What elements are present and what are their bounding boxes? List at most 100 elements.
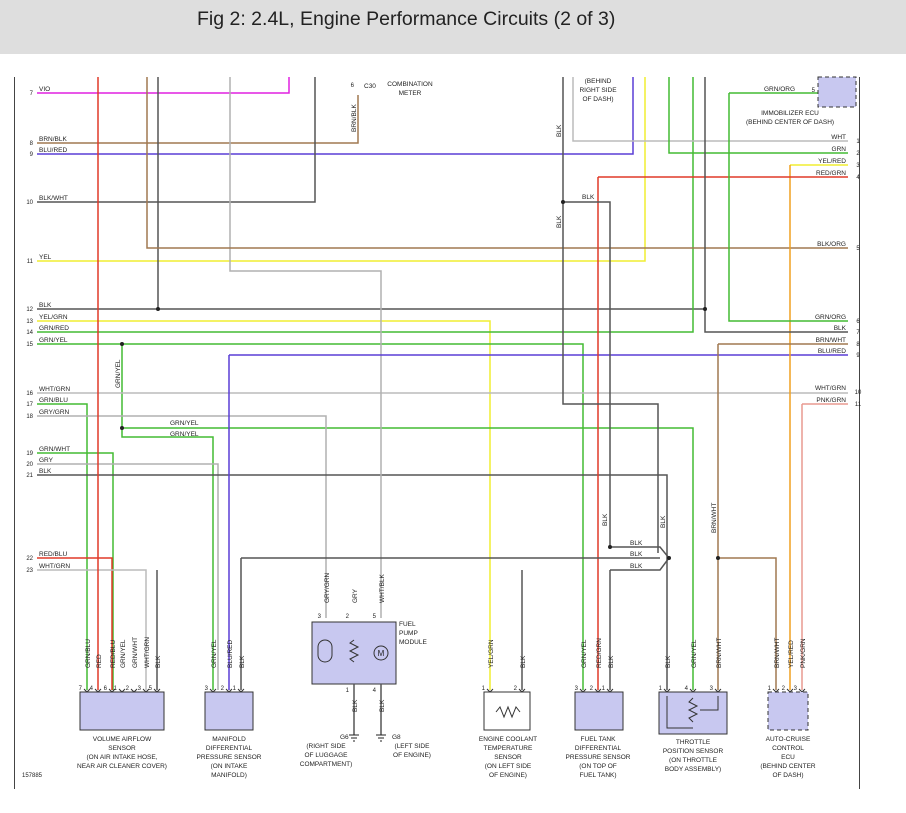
cruise-label-line: ECU	[781, 754, 795, 761]
fuel-pump-ground-wire-label: BLK	[352, 699, 359, 712]
cruise-label-line: OF DASH)	[772, 772, 803, 779]
fuel-pump-wire-label: GRY	[352, 588, 359, 603]
fuel-pump-pin-number: 2	[346, 614, 350, 620]
splice-dot	[716, 556, 720, 560]
tps-label-line: THROTTLE	[676, 739, 711, 746]
left-terminal-number: 14	[26, 330, 33, 336]
tps-pin-number: 4	[685, 686, 689, 692]
left-terminal-label: GRY/GRN	[39, 409, 70, 416]
cruise-pin-number: 3	[794, 686, 798, 692]
fuel-level-sensor-icon	[317, 639, 333, 663]
right-terminal-number: 3	[856, 163, 860, 169]
vaf-pin-number: 4	[90, 686, 94, 692]
splice-dot	[156, 307, 160, 311]
immobilizer-label-line: IMMOBILIZER ECU	[761, 110, 819, 117]
blk-wire-21	[37, 474, 668, 690]
cruise-pin-number: 2	[782, 686, 786, 692]
right-terminal-label: BLK/ORG	[817, 241, 846, 248]
figure-id: 157885	[22, 773, 43, 779]
right-terminal-label: BLK	[834, 325, 847, 332]
vaf-label-line: SENSOR	[108, 745, 136, 752]
vaf-wire-label: GRN/BLU	[85, 639, 92, 668]
splice-dot	[561, 200, 565, 204]
grn-yel-branch	[121, 344, 694, 690]
cruise-label-line: (BEHIND CENTER	[760, 763, 816, 770]
grn-wire-2	[668, 77, 848, 154]
left-terminal-number: 7	[30, 91, 34, 97]
immobilizer-pin: 5	[812, 88, 816, 94]
ect-wire-label: YEL/GRN	[488, 639, 495, 668]
vaf-sensor-box	[79, 691, 165, 731]
ftp-sensor-box	[574, 691, 624, 731]
vaf-wire-label: RED/BLU	[110, 640, 117, 668]
vaf-wire-label: BLK	[155, 655, 162, 668]
behind-dash-label-line: (BEHIND	[585, 78, 612, 85]
map-pin-number: 3	[205, 686, 209, 692]
left-terminal-number: 18	[26, 414, 33, 420]
right-terminal-number: 5	[856, 246, 860, 252]
ftp-label-line: (ON TOP OF	[579, 763, 617, 770]
ground-symbol-icon	[349, 734, 359, 742]
brn-wht-cruise	[718, 557, 777, 690]
fuel-pump-label: FUEL	[399, 621, 416, 628]
fuel-sender-resistor-icon	[348, 639, 360, 663]
left-terminal-label: YEL	[39, 254, 52, 261]
left-terminal-number: 12	[26, 307, 33, 313]
fuel-pump-label: MODULE	[399, 639, 427, 646]
yel-grn-wire	[37, 320, 491, 690]
ect-label-line: SENSOR	[494, 754, 522, 761]
left-terminal-number: 22	[26, 556, 33, 562]
combination-meter-label: COMBINATION	[387, 81, 433, 88]
right-terminal-number: 2	[856, 151, 860, 157]
fuel-pump-ground-pin: 4	[373, 688, 377, 694]
left-terminal-number: 8	[30, 141, 34, 147]
vaf-pin-number: 6	[104, 686, 108, 692]
diagram-frame	[14, 77, 860, 789]
right-terminal-number: 7	[856, 330, 860, 336]
map-wire-label: BLK	[239, 655, 246, 668]
ftp-wire-label: GRN/YEL	[581, 639, 588, 668]
map-sensor-box	[204, 691, 254, 731]
thermistor-icon	[495, 705, 521, 719]
vaf-pin-number: 3	[138, 686, 142, 692]
right-terminal-label: GRN	[832, 146, 847, 153]
left-terminal-number: 21	[26, 473, 33, 479]
grn-blu-wire	[37, 403, 88, 690]
blk-vertical-label: BLK	[556, 215, 563, 228]
ect-label-line: ENGINE COOLANT	[479, 736, 537, 743]
left-terminal-label: BLU/RED	[39, 147, 67, 154]
left-terminal-label: BRN/BLK	[39, 136, 67, 143]
left-terminal-label: GRN/YEL	[39, 337, 68, 344]
immobilizer-label-line: (BEHIND CENTER OF DASH)	[746, 119, 834, 126]
fuel-pump-label: PUMP	[399, 630, 418, 637]
combination-meter-pin: 6	[351, 83, 355, 89]
vaf-label-line: NEAR AIR CLEANER COVER)	[77, 763, 167, 770]
vaf-pin-number: 7	[79, 686, 83, 692]
ect-label-line: (ON LEFT SIDE	[485, 763, 532, 770]
map-pin-number: 1	[233, 686, 237, 692]
brn-wht-vertical-label: BRN/WHT	[711, 503, 718, 533]
cruise-pin-number: 1	[768, 686, 772, 692]
ftp-pin-number: 1	[602, 686, 606, 692]
ftp-pin-number: 3	[575, 686, 579, 692]
map-label-line: PRESSURE SENSOR	[196, 754, 261, 761]
fuel-pump-pin-number: 5	[373, 614, 377, 620]
tps-label-line: BODY ASSEMBLY)	[665, 766, 721, 773]
map-label-line: MANIFOLD)	[211, 772, 247, 779]
map-label-line: (ON INTAKE	[211, 763, 248, 770]
left-terminal-label: GRN/WHT	[39, 446, 70, 453]
right-terminal-label: YEL/RED	[818, 158, 846, 165]
ftp-wire-label: BLK	[608, 655, 615, 668]
ftp-pin-number: 2	[590, 686, 594, 692]
splice-dot	[120, 426, 124, 430]
right-terminal-number: 4	[856, 175, 860, 181]
right-terminal-number: 11	[855, 402, 862, 408]
vaf-wire-label: RED	[96, 654, 103, 668]
tps-potentiometer-icon	[687, 697, 699, 723]
map-wire-label: GRN/YEL	[211, 639, 218, 668]
blk-vertical-label: BLK	[602, 513, 609, 526]
splice-dot	[667, 556, 671, 560]
grn-yel-wire-15	[37, 343, 584, 690]
right-terminal-label: GRN/ORG	[815, 314, 846, 321]
cruise-ecu-box	[767, 691, 809, 731]
